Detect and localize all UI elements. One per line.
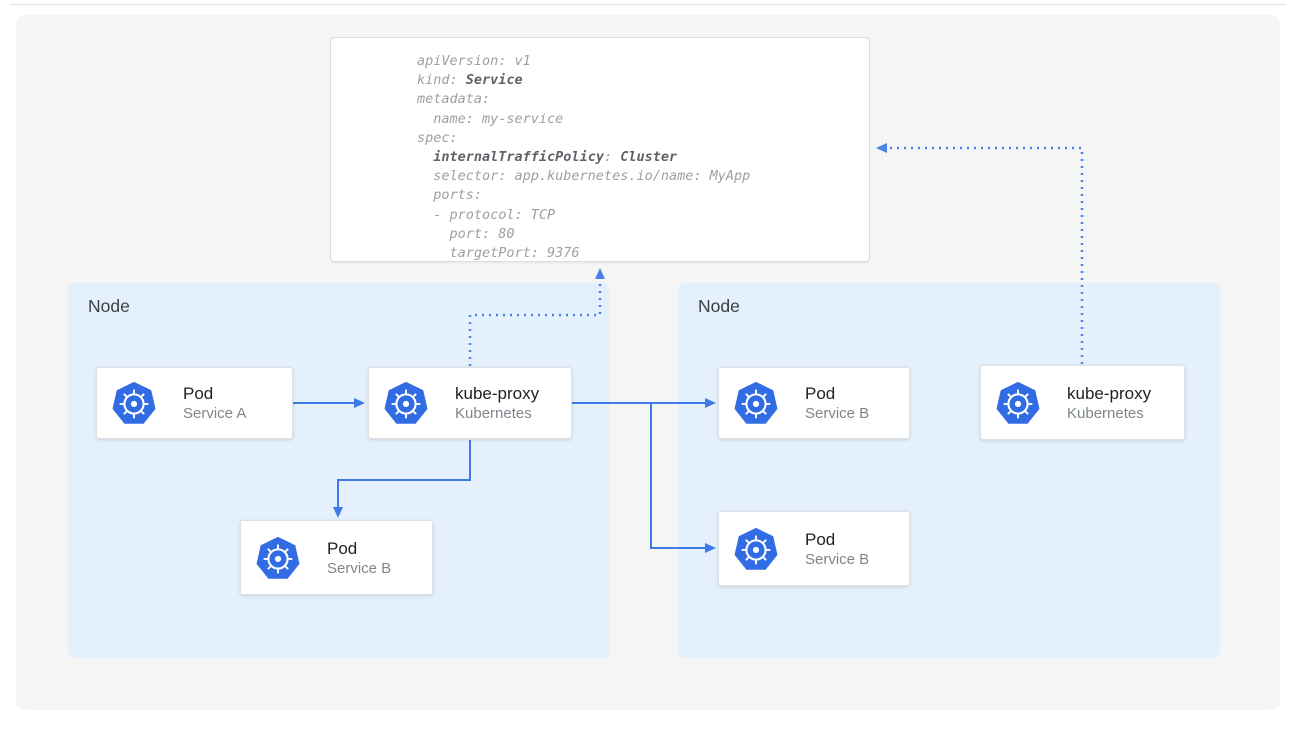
node-box-right: Node: [678, 283, 1220, 658]
code-line: selector: app.kubernetes.io/name: MyApp: [417, 168, 751, 185]
top-divider: [10, 4, 1286, 5]
card-title: Pod: [805, 529, 836, 549]
code-line: - protocol: TCP: [417, 206, 556, 223]
kubernetes-icon: [112, 381, 156, 424]
kubernetes-icon: [384, 381, 428, 424]
code-line: apiVersion: v1: [417, 53, 531, 69]
kubernetes-icon: [734, 381, 778, 424]
kubernetes-icon: [996, 381, 1040, 424]
kubernetes-icon: [734, 527, 778, 570]
code-bold: internalTrafficPolicy: [433, 149, 604, 166]
code-line: kind:: [417, 72, 466, 89]
pod-card-service-b-left: Pod Service B: [240, 520, 433, 595]
card-title: Pod: [327, 538, 358, 558]
yaml-code: apiVersion: v1 kind: Service metadata: n…: [417, 52, 869, 263]
card-subtitle: Service B: [805, 550, 870, 568]
card-subtitle: Kubernetes: [1067, 404, 1144, 422]
node-box-left: Node: [68, 283, 610, 658]
code-line: ports:: [417, 187, 483, 204]
node-label: Node: [88, 296, 130, 316]
card-title: Pod: [183, 384, 214, 403]
code-line: targetPort: 9376: [417, 245, 580, 262]
code-line: spec:: [417, 129, 458, 146]
pod-card-service-b-right-top: Pod Service B: [718, 367, 910, 439]
arrow-kubeproxy-to-podb-left: [333, 440, 471, 518]
card-subtitle: Service A: [183, 405, 247, 422]
card-title: kube-proxy: [455, 384, 540, 403]
code-line: name: my-service: [417, 110, 564, 127]
card-subtitle: Kubernetes: [455, 405, 532, 422]
card-title: kube-proxy: [1067, 383, 1152, 403]
card-title: Pod: [805, 384, 836, 403]
code-line: metadata:: [417, 91, 491, 108]
node-label: Node: [698, 296, 740, 316]
card-subtitle: Service B: [805, 405, 870, 422]
code-line: :: [603, 149, 621, 166]
dotted-kubeproxy-right-to-service: [876, 143, 1084, 364]
kube-proxy-card-right: kube-proxy Kubernetes: [980, 365, 1185, 440]
code-line: port: 80: [417, 225, 515, 242]
code-bold: Service: [465, 72, 523, 89]
pod-card-service-a: Pod Service A: [96, 367, 293, 439]
kubernetes-icon: [256, 536, 300, 579]
service-yaml-card: apiVersion: v1 kind: Service metadata: n…: [330, 37, 870, 262]
arrow-kubeproxy-to-podb-bottom: [650, 403, 716, 553]
code-bold: Cluster: [620, 149, 678, 166]
dotted-kubeproxy-left-to-service: [468, 268, 605, 366]
pod-card-service-b-right-bottom: Pod Service B: [718, 511, 910, 586]
card-subtitle: Service B: [327, 559, 392, 577]
kube-proxy-card-left: kube-proxy Kubernetes: [368, 367, 572, 439]
code-line: [417, 149, 433, 165]
